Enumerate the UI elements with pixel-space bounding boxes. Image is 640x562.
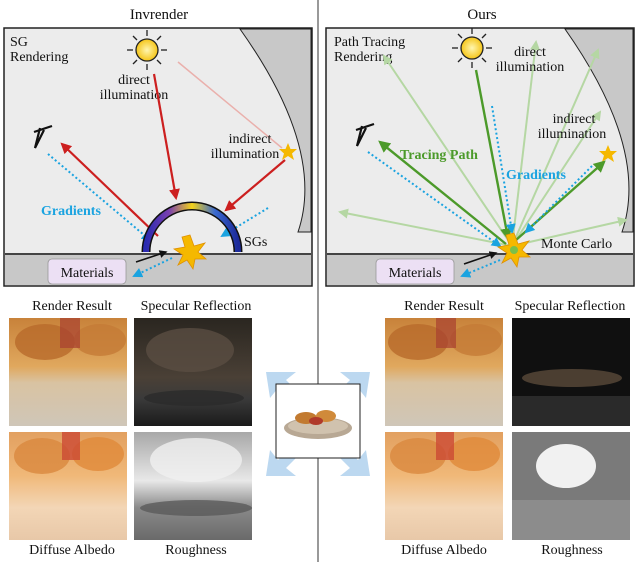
center-scene-thumbnail: [266, 372, 370, 476]
left-specular-label: Specular Reflection: [141, 299, 252, 314]
left-diffuse-albedo-image: [9, 432, 127, 540]
hit-point-icon-right: [496, 232, 532, 269]
indirect-light-icon: [279, 143, 297, 160]
gradient-arrow-indirect-right: [524, 165, 593, 234]
left-diffuse-label: Diffuse Albedo: [29, 543, 115, 558]
sun-icon: [127, 30, 167, 70]
material-arrow-right: [463, 251, 498, 265]
left-materials-label: Materials: [61, 266, 114, 281]
sampled-rays: [338, 40, 628, 247]
indirect-light-icon-right: [599, 145, 617, 162]
right-caption-line1: Path Tracing: [334, 35, 405, 50]
right-gradients-label: Gradients: [506, 168, 566, 183]
right-diffuse-label: Diffuse Albedo: [401, 543, 487, 558]
monte-carlo-label: Monte Carlo: [541, 237, 612, 252]
faint-light-line: [177, 61, 283, 149]
sgs-label: SGs: [244, 235, 267, 250]
right-roughness-label: Roughness: [541, 543, 602, 558]
right-direct-line1: direct: [514, 45, 546, 60]
hit-point-icon: [172, 234, 208, 271]
left-caption-line2: Rendering: [10, 50, 68, 65]
direct-light-arrow: [152, 73, 180, 201]
tracing-path-arrow-camera: [378, 140, 507, 245]
camera-eye-icon: [33, 124, 53, 149]
left-indirect-line2: illumination: [211, 147, 279, 162]
left-direct-line1: direct: [118, 73, 150, 88]
gradient-arrow-camera-right: [367, 151, 502, 248]
right-roughness-image: [512, 432, 630, 540]
right-materials-label: Materials: [389, 266, 442, 281]
right-indirect-line2: illumination: [538, 127, 606, 142]
right-render-result-image: [385, 318, 503, 426]
left-render-result-image: [9, 318, 127, 426]
left-materials-box: [47, 258, 127, 285]
material-arrow: [135, 250, 168, 263]
right-direct-line2: illumination: [496, 60, 564, 75]
right-diffuse-albedo-image: [385, 432, 503, 540]
right-title: Ours: [467, 7, 496, 23]
indirect-light-arrow: [224, 159, 286, 212]
camera-eye-icon-right: [355, 122, 375, 147]
gradient-arrow-direct-right: [491, 105, 516, 234]
right-specular-image: [512, 318, 630, 426]
left-specular-image: [134, 318, 252, 426]
left-title: Invrender: [130, 7, 188, 23]
outgoing-light-arrow: [60, 142, 159, 237]
left-gradients-label: Gradients: [41, 204, 101, 219]
left-direct-line2: illumination: [100, 88, 168, 103]
right-indirect-line1: indirect: [553, 112, 596, 127]
right-materials-box: [375, 258, 455, 285]
left-roughness-label: Roughness: [165, 543, 226, 558]
right-caption-line2: Rendering: [334, 50, 392, 65]
left-scene-panel: [3, 27, 313, 287]
right-render-result-label: Render Result: [404, 299, 484, 314]
sg-arc: [143, 203, 241, 253]
left-indirect-line1: indirect: [229, 132, 272, 147]
left-caption-line1: SG: [10, 35, 28, 50]
right-specular-label: Specular Reflection: [515, 299, 626, 314]
sun-icon-right: [452, 28, 492, 68]
tracing-path-arrow-direct: [474, 69, 513, 241]
left-roughness-image: [134, 432, 252, 540]
left-render-result-label: Render Result: [32, 299, 112, 314]
tracing-path-label: Tracing Path: [400, 148, 478, 163]
